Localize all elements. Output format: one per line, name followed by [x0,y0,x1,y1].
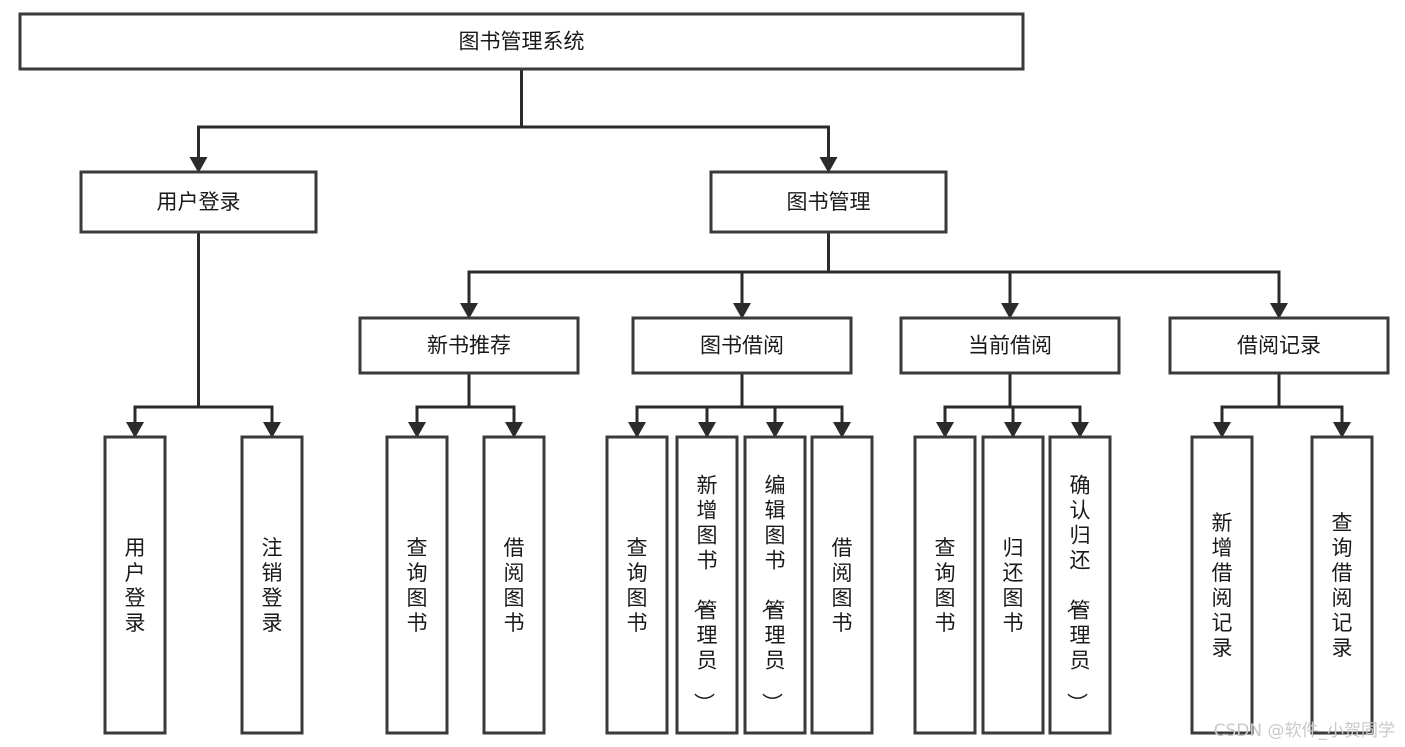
connector-newbook-to-leaf-query-book-new [408,373,471,438]
arrow-head-icon [766,422,784,438]
node-current[interactable]: 当前借阅 [899,316,1121,375]
node-leaf-user-logout[interactable]: 注销登录 [240,435,304,735]
node-box [1310,435,1374,735]
node-box [1168,316,1390,375]
node-box [631,316,853,375]
node-leaf-confirm-return[interactable]: 确认归还（管理员） [1048,435,1112,735]
arrow-head-icon [126,422,144,438]
node-label: 图书借阅 [700,334,784,358]
node-leaf-query-book-borrow[interactable]: 查询图书 [605,435,669,735]
node-box [79,170,318,234]
arrow-head-icon [1333,422,1351,438]
arrow-head-icon [505,422,523,438]
node-leaf-query-record[interactable]: 查询借阅记录 [1310,435,1374,735]
node-box [675,435,739,735]
connector-current-to-leaf-query-book-current [936,373,1012,438]
node-leaf-user-login[interactable]: 用户登录 [103,435,167,735]
node-box [899,316,1121,375]
arrow-head-icon [408,422,426,438]
connector-root-to-login [189,69,523,173]
arrow-head-icon [1071,422,1089,438]
connector-bookmgmt-to-records [827,232,1288,319]
node-box [482,435,546,735]
node-label: 查询图书 [935,536,956,635]
node-box [1048,435,1112,735]
node-leaf-query-book-current[interactable]: 查询图书 [913,435,977,735]
node-leaf-add-book[interactable]: 新增图书（管理员） [675,435,739,735]
node-box [385,435,449,735]
node-login[interactable]: 用户登录 [79,170,318,234]
arrow-head-icon [1213,422,1231,438]
connector-records-to-leaf-add-record [1213,373,1281,438]
node-box [1190,435,1254,735]
connector-bookmgmt-to-borrow [733,232,830,319]
node-box [743,435,807,735]
arrow-head-icon [1004,422,1022,438]
node-label: 图书管理系统 [459,30,585,54]
node-label: 归还图书 [1003,536,1024,635]
connector-login-to-leaf-user-login [126,232,200,438]
arrow-head-icon [263,422,281,438]
connector-login-to-leaf-user-logout [197,232,281,438]
node-label: 注销登录 [262,536,283,635]
node-borrow[interactable]: 图书借阅 [631,316,853,375]
connector-bookmgmt-to-newbook [460,232,830,319]
node-label: 新增图书（管理员） [692,474,718,714]
node-label: 编辑图书（管理员） [760,474,786,714]
node-label: 用户登录 [125,536,146,635]
node-box [709,170,948,234]
node-layer: 图书管理系统用户登录图书管理新书推荐图书借阅当前借阅借阅记录用户登录注销登录查询… [18,12,1390,735]
node-leaf-borrow-book[interactable]: 借阅图书 [810,435,874,735]
connector-records-to-leaf-query-record [1277,373,1351,438]
node-label: 用户登录 [157,190,241,214]
connector-borrow-to-leaf-borrow-book [740,373,851,438]
node-leaf-add-record[interactable]: 新增借阅记录 [1190,435,1254,735]
node-root[interactable]: 图书管理系统 [18,12,1025,71]
arrow-head-icon [936,422,954,438]
node-box [103,435,167,735]
arrow-head-icon [189,157,208,173]
node-box [913,435,977,735]
node-box [605,435,669,735]
node-label: 确认归还（管理员） [1065,474,1091,714]
arrow-head-icon [628,422,646,438]
arrow-head-icon [1001,303,1019,319]
arrow-head-icon [460,303,478,319]
node-label: 借阅图书 [832,536,853,635]
node-label: 借阅记录 [1237,334,1321,358]
node-label: 图书管理 [787,190,871,214]
node-box [18,12,1025,71]
node-label: 借阅图书 [504,536,525,635]
node-label: 查询借阅记录 [1332,511,1353,660]
arrow-head-icon [733,303,751,319]
node-label: 查询图书 [627,536,648,635]
node-label: 查询图书 [407,536,428,635]
node-records[interactable]: 借阅记录 [1168,316,1390,375]
node-label: 新增借阅记录 [1212,511,1233,660]
connector-newbook-to-leaf-borrow-book-new [467,373,523,438]
arrow-head-icon [833,422,851,438]
connector-current-to-leaf-confirm-return [1008,373,1089,438]
arrow-head-icon [698,422,716,438]
connector-root-to-bookmgmt [520,69,838,173]
node-leaf-edit-book[interactable]: 编辑图书（管理员） [743,435,807,735]
node-box [240,435,304,735]
node-leaf-borrow-book-new[interactable]: 借阅图书 [482,435,546,735]
node-box [981,435,1045,735]
node-box [358,316,580,375]
arrow-head-icon [1270,303,1288,319]
connector-layer [126,69,1351,438]
connector-bookmgmt-to-current [827,232,1019,319]
node-bookmgmt[interactable]: 图书管理 [709,170,948,234]
node-leaf-query-book-new[interactable]: 查询图书 [385,435,449,735]
node-leaf-return-book[interactable]: 归还图书 [981,435,1045,735]
node-box [810,435,874,735]
arrow-head-icon [819,157,838,173]
node-newbook[interactable]: 新书推荐 [358,316,580,375]
node-label: 新书推荐 [427,334,511,358]
node-label: 当前借阅 [968,334,1052,358]
